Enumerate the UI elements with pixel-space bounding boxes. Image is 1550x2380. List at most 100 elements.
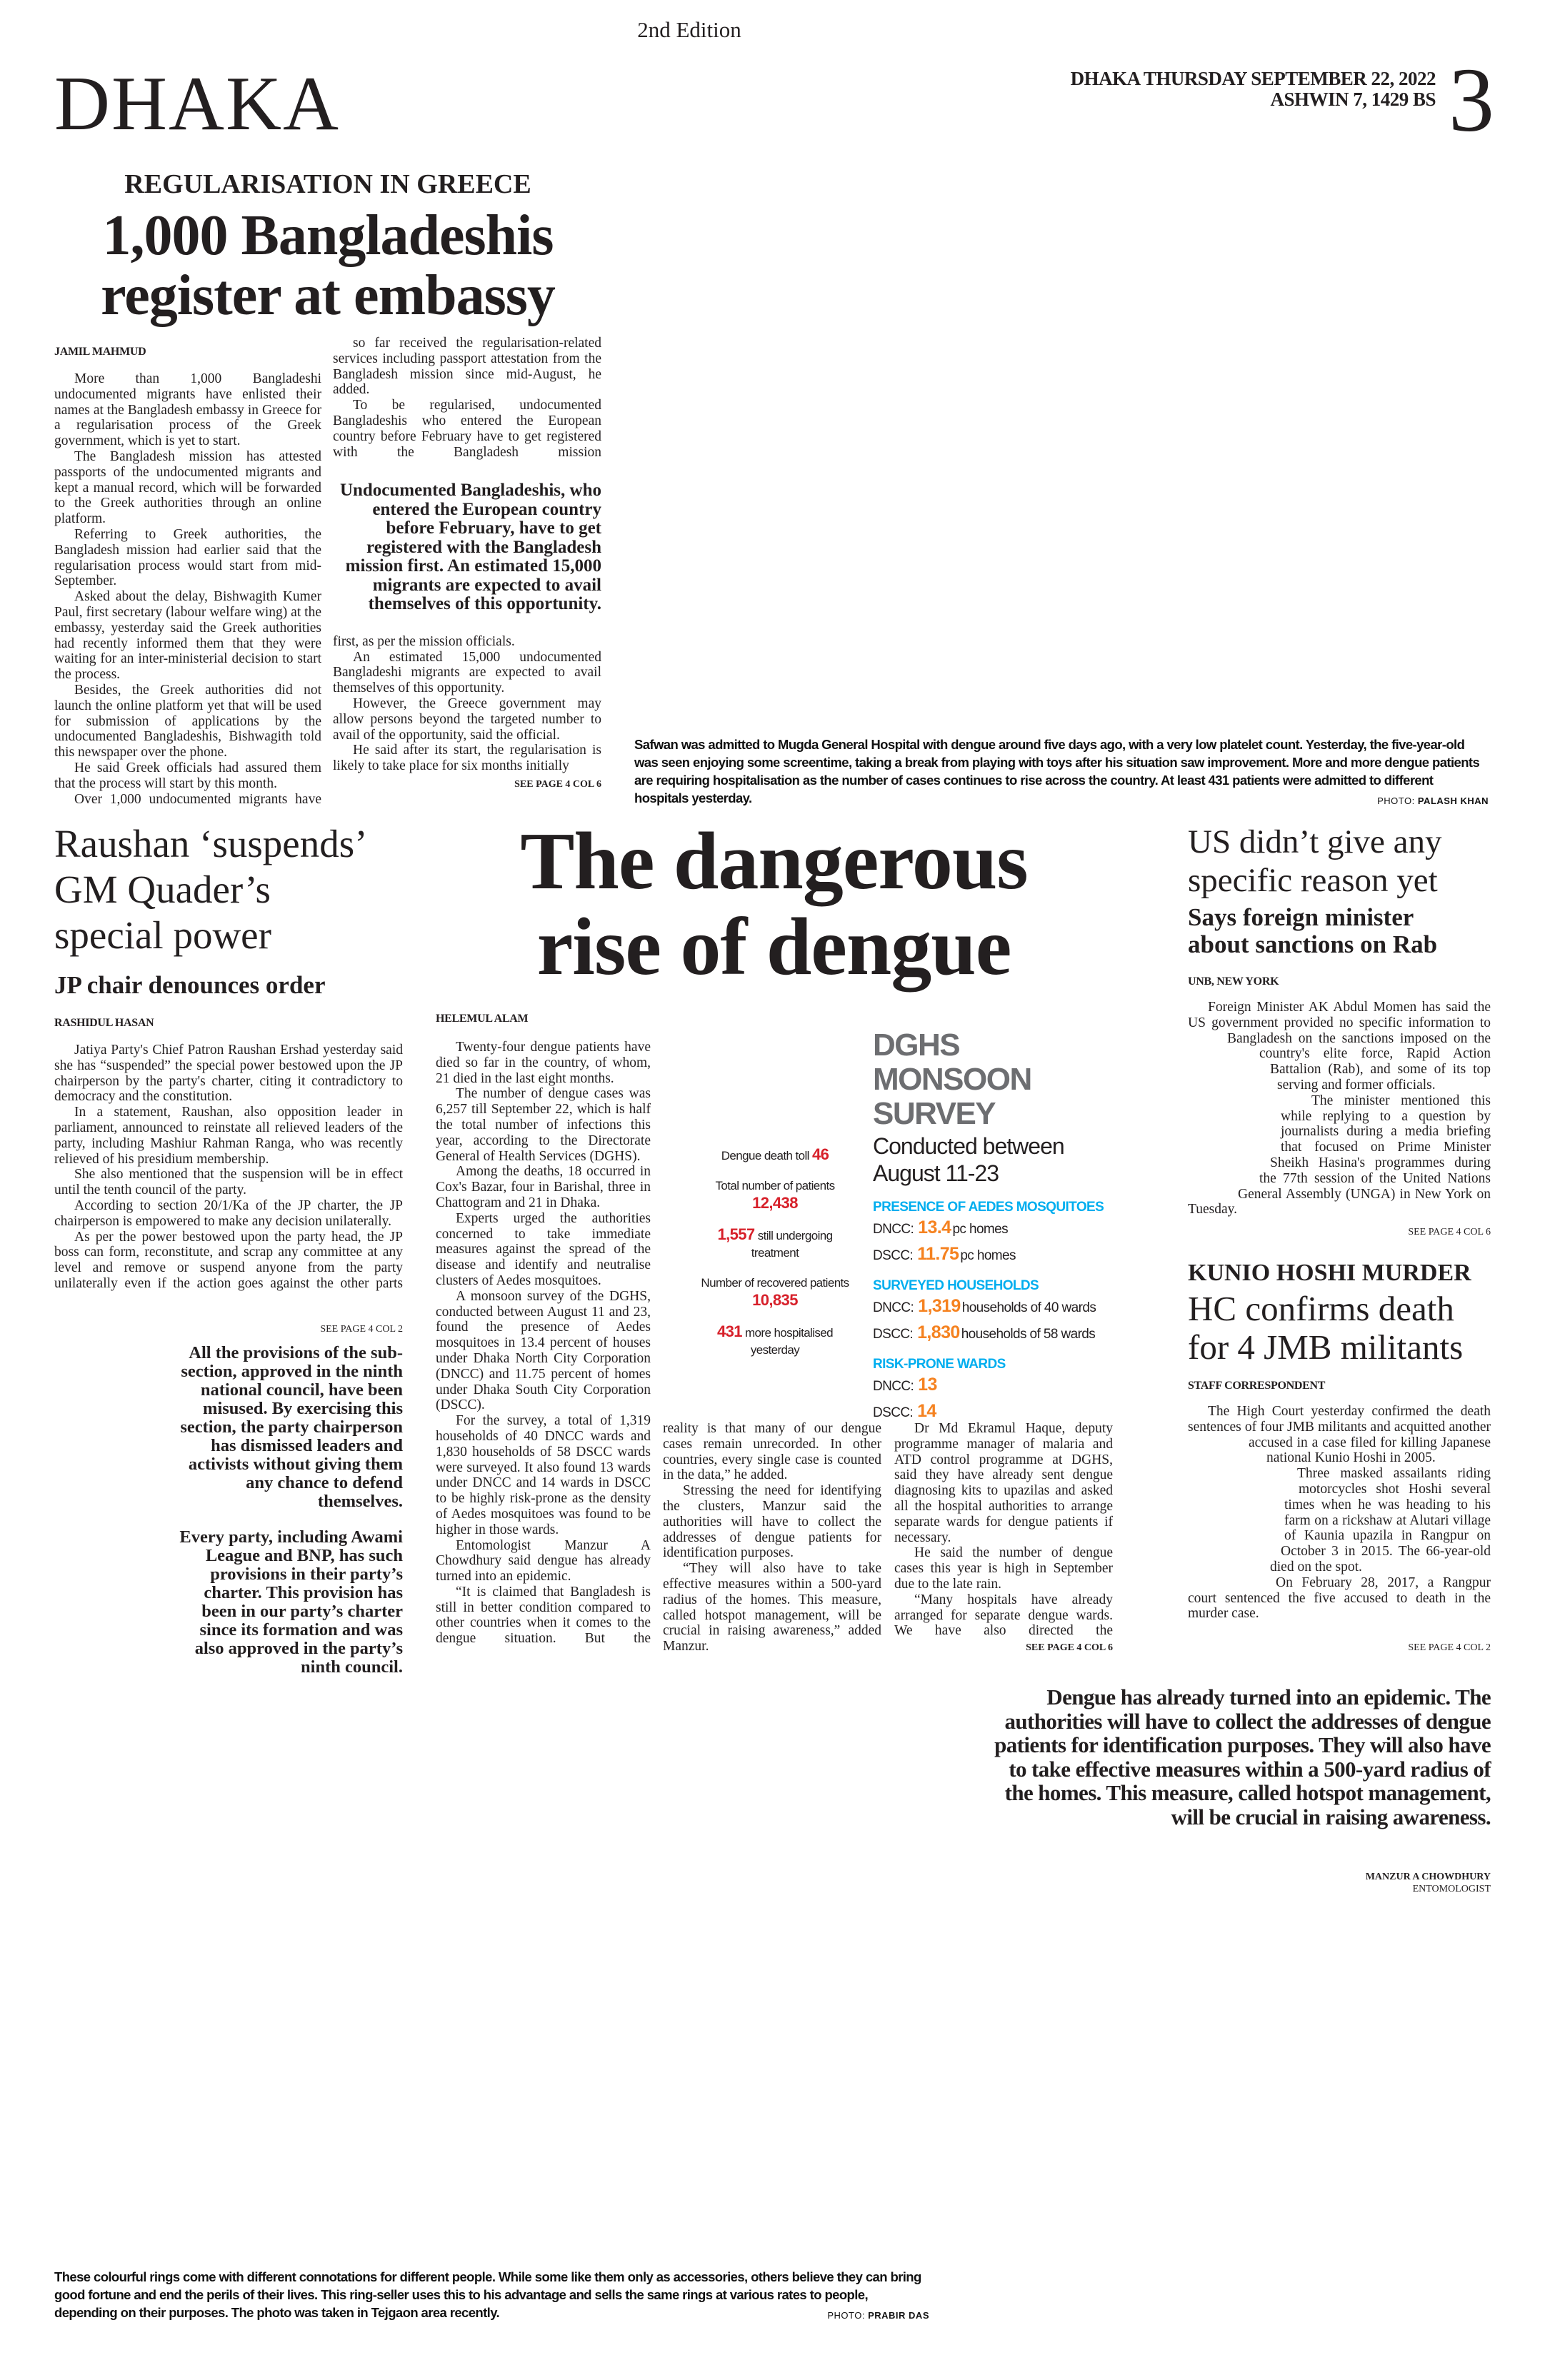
bottom-photo-caption: These colourful rings come with differen…: [54, 2268, 929, 2324]
dengue-byline: HELEMUL ALAM: [436, 1013, 529, 1025]
paragraph: first, as per the mission officials.: [333, 633, 515, 649]
us-subhead: Says foreign minister about sanctions on…: [1188, 904, 1437, 958]
dengue-column-1: Twenty-four dengue patients have died so…: [436, 1040, 651, 1647]
headline-line: rise of dengue: [536, 901, 1012, 992]
stat-hospitalised: 431 more hospitalised yesterday: [696, 1323, 854, 1359]
paragraph: Referring to Greek authorities, the Bang…: [54, 526, 321, 589]
survey-label: DNCC:: [873, 1222, 914, 1237]
headline-line: specific reason yet: [1188, 862, 1438, 899]
quote-title: ENTOMOLOGIST: [1412, 1884, 1491, 1894]
subhead-line: about sanctions on Rab: [1188, 930, 1438, 958]
stat-value: 12,438: [752, 1194, 798, 1212]
survey-section-heading: SURVEYED HOUSEHOLDS: [873, 1278, 1039, 1293]
paragraph: Besides, the Greek authorities did not l…: [54, 682, 321, 760]
hoshi-body: The High Court yesterday confirmed the d…: [1188, 1404, 1491, 1622]
paragraph: She also mentioned that the suspension w…: [54, 1167, 403, 1198]
stat-label: still undergoing treatment: [751, 1229, 833, 1260]
credit-name: PALASH KHAN: [1417, 795, 1489, 806]
hoshi-byline: STAFF CORRESPONDENT: [1188, 1380, 1326, 1392]
raushan-subhead: JP chair denounces order: [54, 971, 326, 999]
survey-value: 13.4: [918, 1217, 951, 1237]
us-see-page: SEE PAGE 4 COL 6: [1408, 1227, 1491, 1237]
us-body-text: Foreign Minister AK Abdul Momen has said…: [1188, 1000, 1491, 1217]
dengue-column-3: Dr Md Ekramul Haque, deputy programme ma…: [894, 1421, 1113, 1656]
raushan-byline: RASHIDUL HASAN: [54, 1017, 154, 1029]
paragraph: Asked about the delay, Bishwagith Kumer …: [54, 589, 321, 683]
paragraph: “Many hospitals have already arranged fo…: [894, 1592, 1113, 1639]
quote-attribution: MANZUR A CHOWDHURY ENTOMOLOGIST: [1143, 1871, 1491, 1895]
photo-credit: PHOTO: PALASH KHAN: [1377, 792, 1489, 810]
edition-label: 2nd Edition: [637, 17, 741, 42]
survey-title: DGHS MONSOON SURVEY: [873, 1028, 1032, 1131]
paragraph: Among the deaths, 18 occurred in Cox's B…: [436, 1164, 651, 1210]
survey-label: DSCC:: [873, 1405, 914, 1420]
raushan-headline: Raushan ‘suspends’ GM Quader’s special p…: [54, 821, 367, 958]
paragraph: “It is claimed that Bangladesh is still …: [436, 1584, 651, 1647]
stat-value: 46: [811, 1145, 829, 1163]
paragraph: The number of dengue cases was 6,257 til…: [436, 1086, 651, 1164]
paragraph: For the survey, a total of 1,319 househo…: [436, 1413, 651, 1537]
bangla-date: ASHWIN 7, 1429 BS: [1270, 89, 1436, 110]
raushan-pull-quote-1: All the provisions of the sub-section, a…: [180, 1343, 403, 1511]
photo-credit: PHOTO: PRABIR DAS: [827, 2306, 929, 2324]
headline-line: 1,000 Bangladeshis: [102, 204, 554, 267]
headline-line: Raushan ‘suspends’: [54, 822, 368, 865]
section-title: DHAKA: [54, 61, 340, 146]
survey-value: 1,830: [917, 1322, 960, 1342]
stat-recovered: Number of recovered patients 10,835: [696, 1275, 854, 1310]
paragraph: Stressing the need for identifying the c…: [663, 1483, 881, 1561]
top-photo-caption: Safwan was admitted to Mugda General Hos…: [634, 735, 1489, 810]
hoshi-kicker: KUNIO HOSHI MURDER: [1188, 1260, 1471, 1286]
raushan-see-page: SEE PAGE 4 COL 2: [320, 1324, 403, 1335]
greece-column-1: More than 1,000 Bangladeshi undocumented…: [54, 371, 321, 807]
stat-label: more hospitalised yesterday: [744, 1326, 834, 1357]
paragraph: “They will also have to take effective m…: [663, 1561, 881, 1655]
paragraph: He said after its start, the regularisat…: [333, 743, 601, 774]
dghs-survey-box: DGHS MONSOON SURVEY Conducted between Au…: [873, 1028, 1116, 1425]
paragraph: The Bangladesh mission has attested pass…: [54, 448, 321, 527]
survey-suffix: pc homes: [960, 1248, 1016, 1263]
stat-label: Dengue death toll: [721, 1149, 810, 1163]
stat-value: 1,557: [717, 1225, 756, 1243]
credit-label: PHOTO:: [827, 2310, 865, 2321]
caption-text: These colourful rings come with differen…: [54, 2269, 921, 2320]
stat-value: 431: [716, 1322, 743, 1340]
paragraph: An estimated 15,000 undocumented Banglad…: [333, 649, 601, 696]
hoshi-see-page: SEE PAGE 4 COL 2: [1408, 1642, 1491, 1653]
survey-label: DNCC:: [873, 1379, 914, 1394]
paragraph: The High Court yesterday confirmed the d…: [1188, 1404, 1491, 1466]
stat-under-treatment: 1,557 still undergoing treatment: [696, 1226, 854, 1262]
greece-headline: 1,000 Bangladeshis register at embassy: [54, 206, 601, 326]
headline-line: GM Quader’s: [54, 868, 271, 911]
caption-text: Safwan was admitted to Mugda General Hos…: [634, 737, 1480, 805]
hoshi-body-text: The High Court yesterday confirmed the d…: [1188, 1404, 1491, 1622]
raushan-pull-quote-2: Every party, including Awami League and …: [179, 1527, 403, 1677]
greece-column-2: so far received the regularisation-relat…: [333, 336, 601, 793]
survey-label: DSCC:: [873, 1327, 914, 1342]
survey-value: 14: [917, 1401, 936, 1421]
credit-label: PHOTO:: [1377, 795, 1415, 806]
paragraph: He said the number of dengue cases this …: [894, 1545, 1113, 1592]
survey-value: 1,319: [918, 1296, 961, 1316]
paragraph: Dr Md Ekramul Haque, deputy programme ma…: [894, 1421, 1113, 1545]
headline-line: special power: [54, 913, 271, 957]
greece-kicker: REGULARISATION IN GREECE: [124, 169, 531, 199]
survey-label: DNCC:: [873, 1300, 914, 1315]
stat-death-toll: Dengue death toll 46: [696, 1146, 854, 1165]
paragraph: As per the power bestowed upon the party…: [54, 1229, 403, 1291]
headline-line: register at embassy: [101, 264, 556, 327]
paragraph: However, the Greece government may allow…: [333, 696, 601, 743]
greece-pull-quote: Undocumented Bangladeshis, who entered t…: [339, 481, 601, 614]
dengue-headline: The dangerous rise of dengue: [436, 818, 1112, 990]
stat-total-patients: Total number of patients 12,438: [696, 1178, 854, 1213]
paragraph: Twenty-four dengue patients have died so…: [436, 1040, 651, 1086]
date-line: DHAKA THURSDAY SEPTEMBER 22, 2022: [1070, 68, 1436, 89]
dengue-column-3-text: Dr Md Ekramul Haque, deputy programme ma…: [894, 1421, 1113, 1639]
stat-label: Number of recovered patients: [701, 1276, 849, 1290]
paragraph: Over 1,000 undocumented migrants have: [74, 791, 321, 807]
paragraph: reality is that many of our dengue cases…: [663, 1421, 881, 1483]
